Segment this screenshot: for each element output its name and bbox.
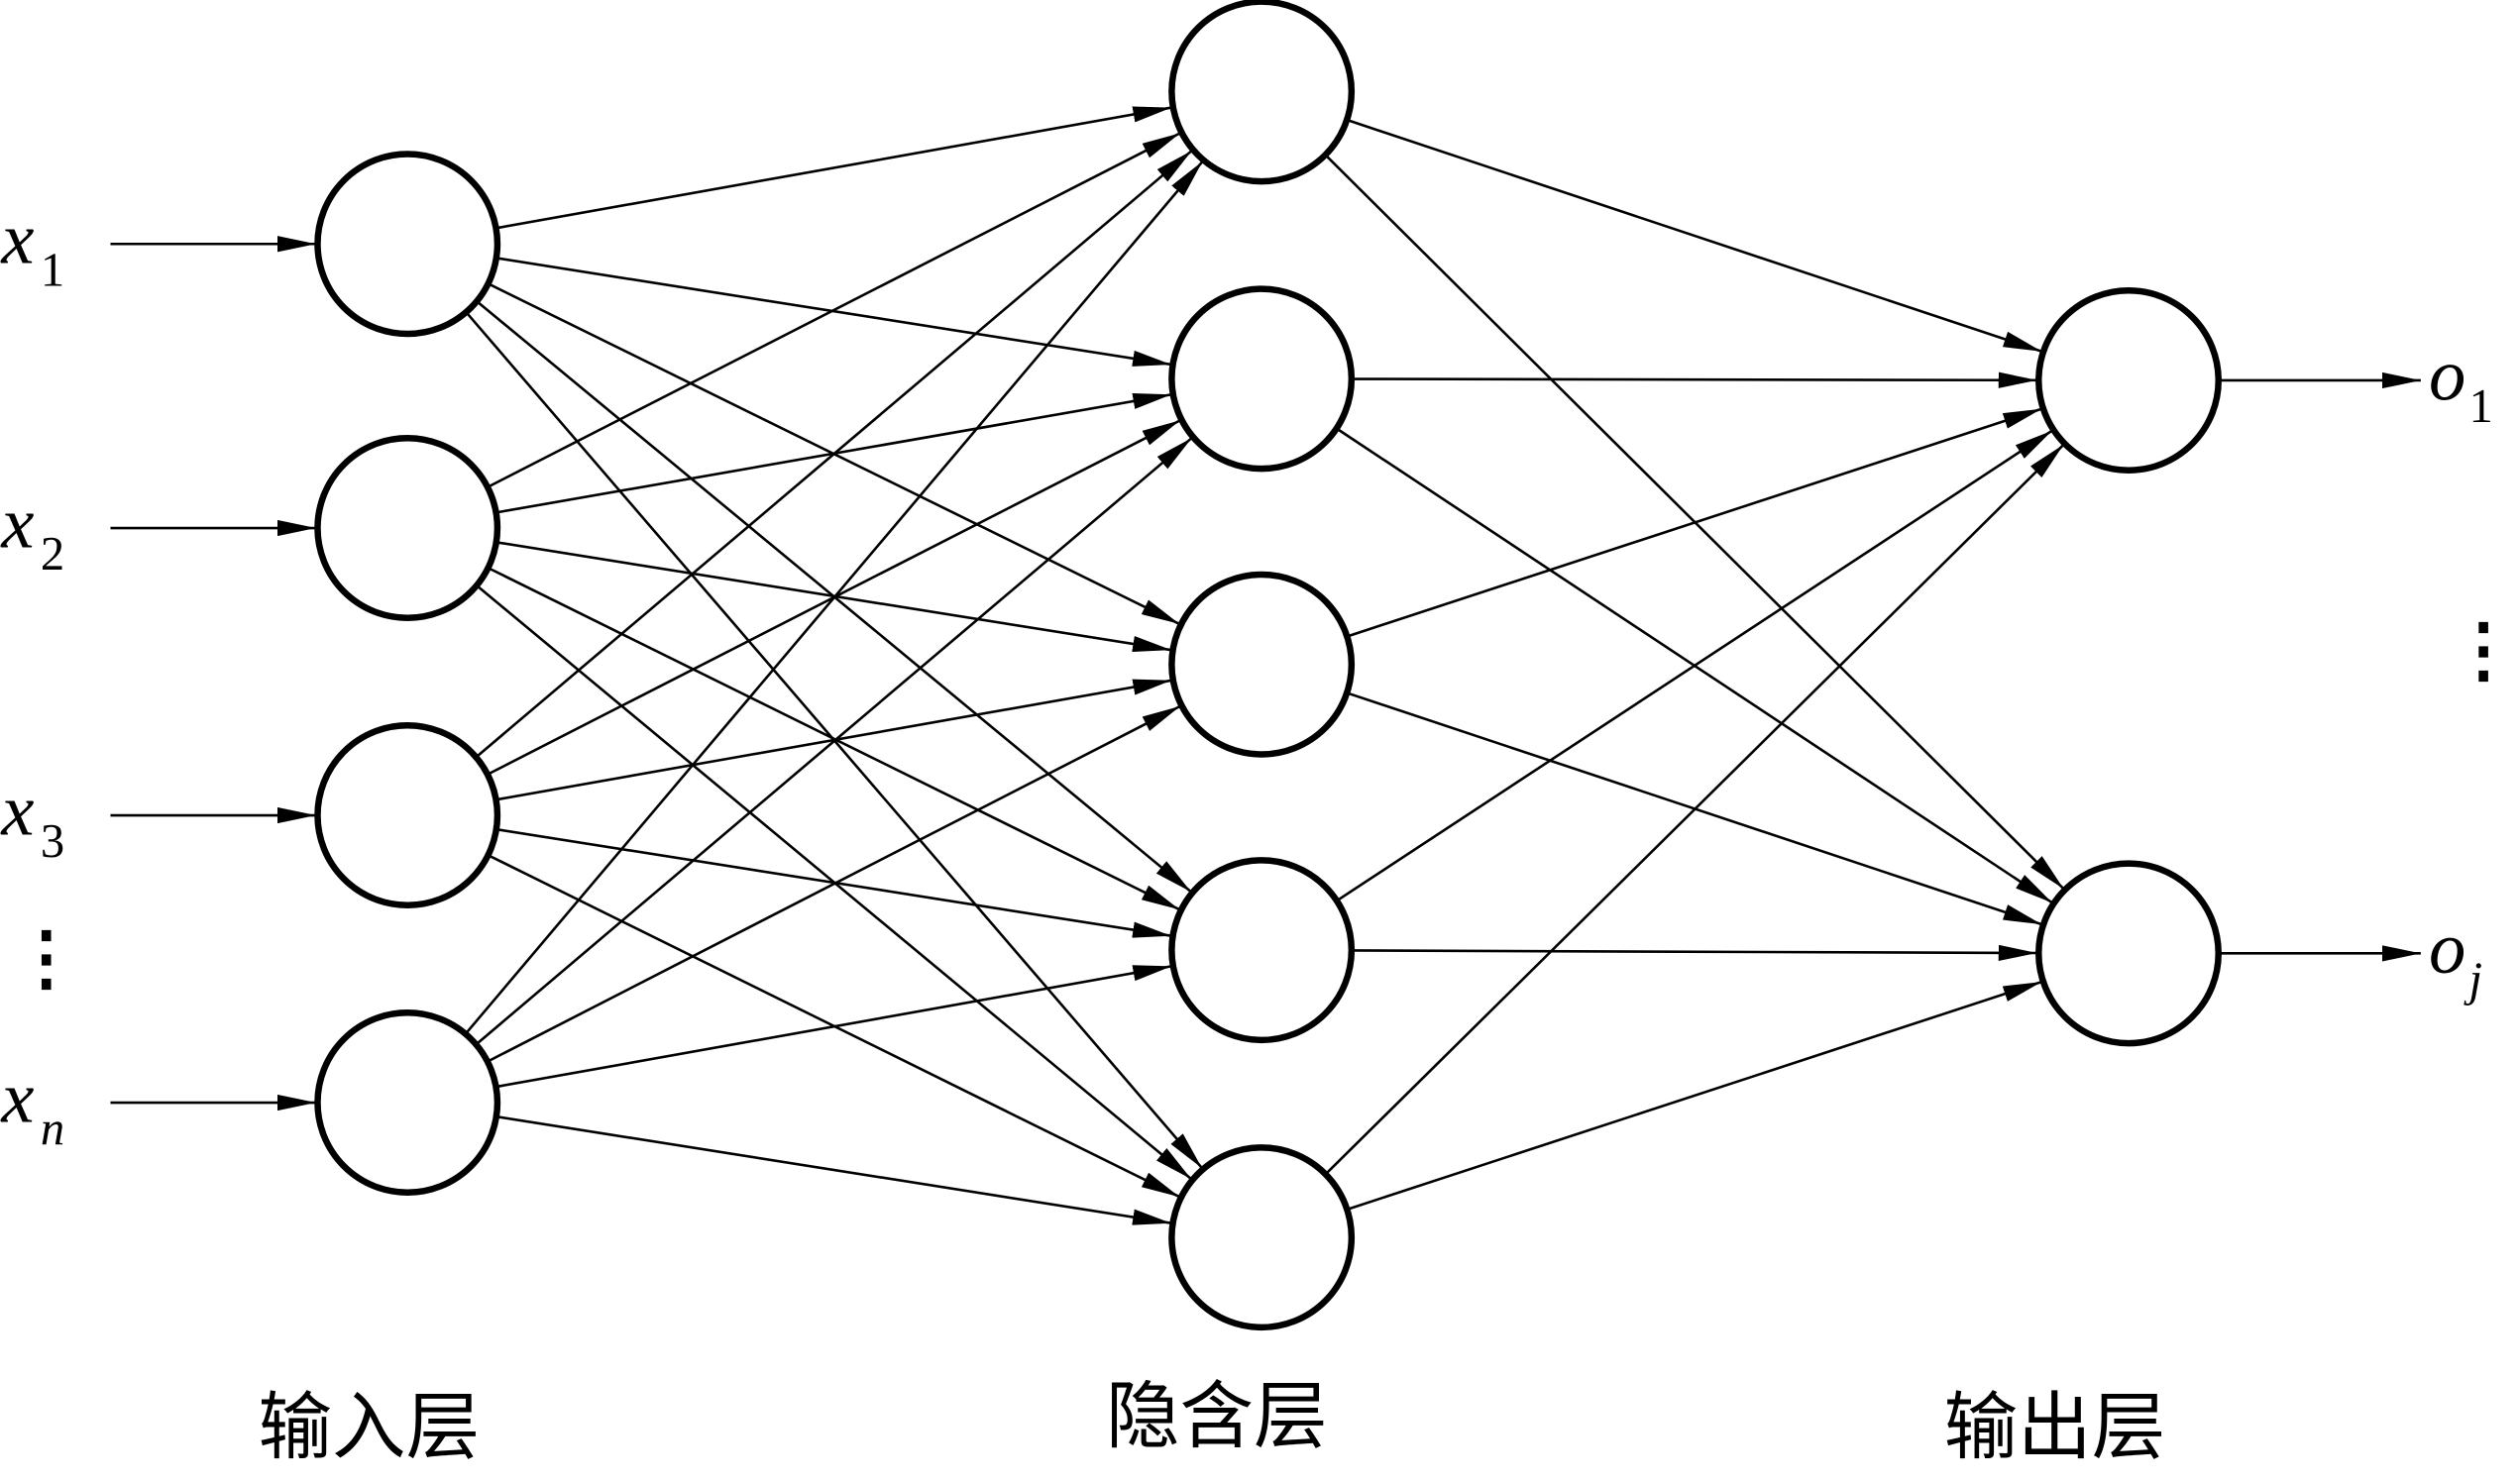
hidden-layer-label: 隐含层 bbox=[1106, 1373, 1328, 1459]
input-neuron-3 bbox=[314, 722, 501, 908]
edge-input4-hidden1 bbox=[464, 160, 1204, 1035]
edge-input4-hidden2 bbox=[475, 437, 1193, 1046]
edge-hidden4-output2 bbox=[1351, 944, 2037, 961]
edge-input1-hidden1 bbox=[495, 106, 1172, 230]
input-ellipsis: ⋮ bbox=[11, 916, 81, 1000]
edge-hidden3-output1 bbox=[1346, 407, 2042, 638]
hidden-neuron-2 bbox=[1168, 285, 1356, 473]
edge-hidden5-output2 bbox=[1346, 980, 2042, 1212]
output-ellipsis: ⋮ bbox=[2448, 607, 2518, 690]
connections bbox=[110, 106, 2421, 1225]
output-layer-label: 输出层 bbox=[1944, 1384, 2166, 1470]
hidden-neuron-1 bbox=[1168, 0, 1356, 185]
edge-hidden1-output1 bbox=[1346, 118, 2042, 353]
output-neuron-2 bbox=[2035, 860, 2222, 1047]
edge-input3-hidden1 bbox=[475, 150, 1193, 759]
edge-hidden5-output1 bbox=[1324, 443, 2065, 1176]
hidden-neuron-5 bbox=[1168, 1144, 1356, 1331]
edge-input2-hidden1 bbox=[487, 132, 1181, 488]
output-neuron-1 bbox=[2035, 287, 2222, 474]
input-neuron-2 bbox=[314, 435, 501, 621]
edge-input4-hidden3 bbox=[487, 704, 1181, 1063]
edge-input4-hidden5 bbox=[495, 1114, 1172, 1225]
edge-hidden2-output1 bbox=[1351, 371, 2037, 388]
hidden-neuron-4 bbox=[1168, 857, 1356, 1044]
edge-input4-hidden4 bbox=[495, 965, 1172, 1089]
edge-hidden4-output1 bbox=[1336, 429, 2053, 902]
input-neuron-4 bbox=[314, 1009, 501, 1196]
input-neuron-1 bbox=[314, 151, 501, 338]
input-layer-label: 输入层 bbox=[259, 1384, 481, 1470]
neurons bbox=[314, 0, 2222, 1331]
hidden-neuron-3 bbox=[1168, 571, 1356, 758]
